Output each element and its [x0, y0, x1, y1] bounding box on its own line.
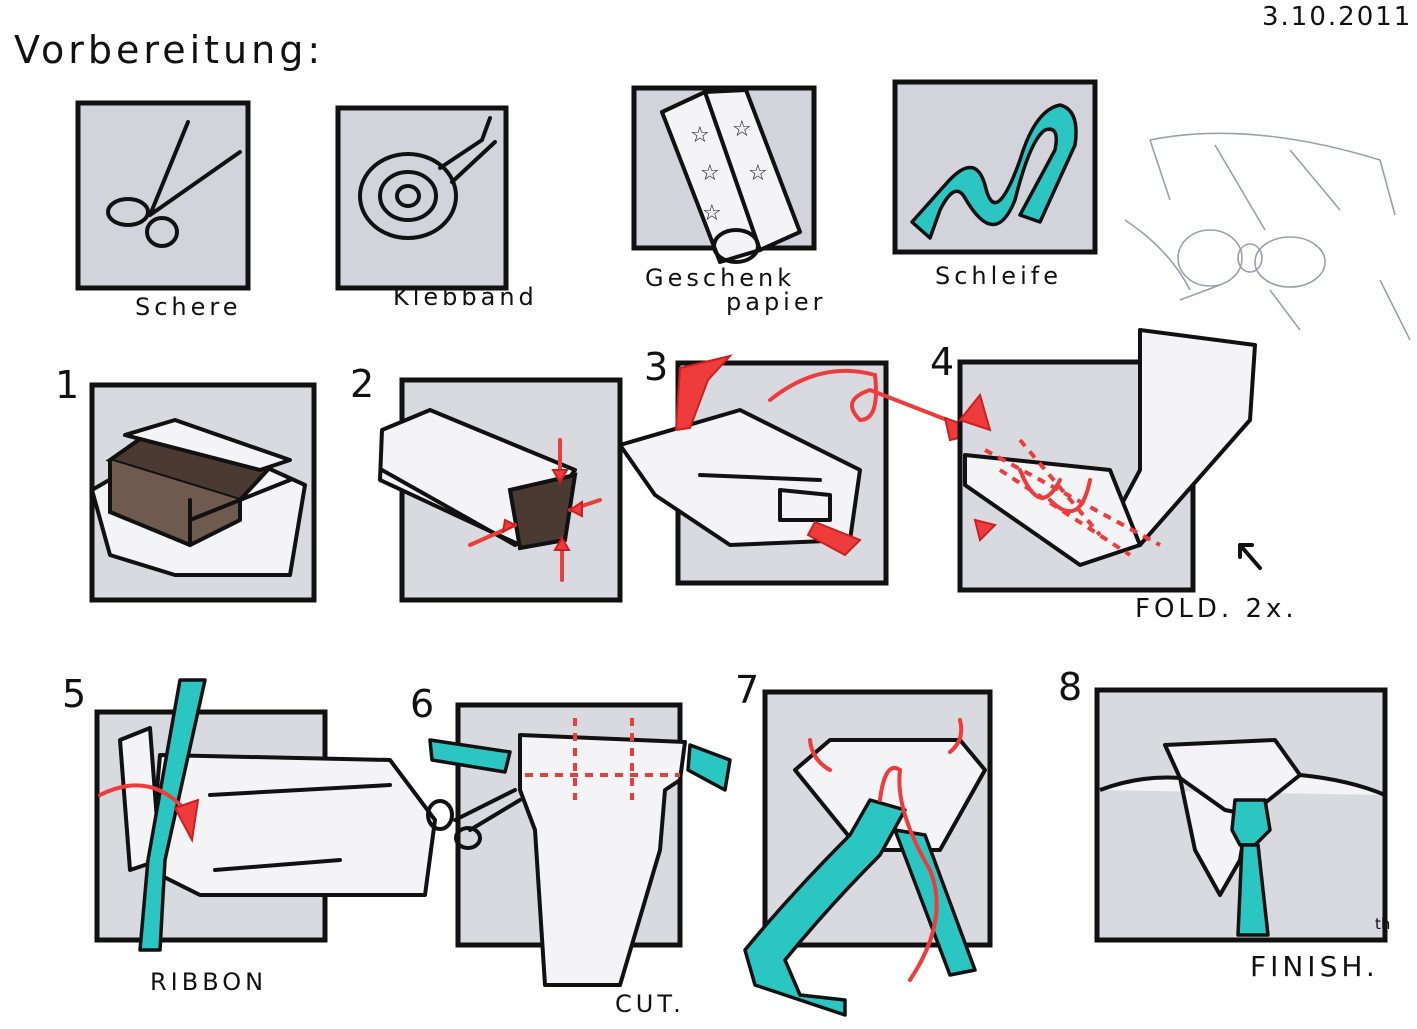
step-5-panel: [94, 678, 437, 952]
step-8-note-superscript: th: [1375, 915, 1391, 933]
pencil-sketch-bow: [1124, 132, 1411, 341]
page-title: Vorbereitung:: [14, 28, 325, 72]
step-2-panel: [378, 377, 623, 603]
step-number-1: 1: [55, 363, 80, 407]
material-scissors: [75, 100, 251, 291]
svg-text:☆: ☆: [690, 123, 710, 148]
svg-text:☆: ☆: [732, 117, 752, 142]
svg-text:☆: ☆: [748, 161, 768, 186]
step-8-panel: [1094, 687, 1388, 943]
material-label-tape: Klebband: [393, 283, 538, 311]
wrapping-paper-icon: ☆ ☆ ☆ ☆ ☆: [660, 88, 802, 264]
svg-text:☆: ☆: [702, 201, 722, 226]
step-8-note: FINISH.: [1250, 950, 1379, 983]
step-6-note: CUT.: [615, 990, 685, 1018]
svg-text:☆: ☆: [700, 161, 720, 186]
material-label-paper-line2: papier: [726, 288, 827, 316]
step-7-panel: [743, 689, 993, 1017]
material-label-scissors: Schere: [135, 293, 242, 321]
step-5-note: RIBBON: [150, 968, 268, 996]
step-number-8: 8: [1058, 665, 1083, 709]
step-6-panel: [426, 702, 732, 987]
material-wrapping-paper: ☆ ☆ ☆ ☆ ☆: [631, 85, 817, 264]
scissors-icon: [426, 788, 522, 850]
ribbon-icon: [910, 103, 1078, 240]
step-3-panel: [618, 354, 989, 586]
step-number-5: 5: [62, 672, 87, 716]
step-number-2: 2: [350, 362, 375, 406]
material-label-ribbon: Schleife: [935, 262, 1062, 290]
step-4-note: FOLD. 2x.: [1135, 594, 1298, 624]
material-tape: [335, 105, 509, 291]
step-number-7: 7: [735, 668, 760, 712]
step-1-panel: [89, 382, 317, 603]
date-label: 3.10.2011: [1262, 2, 1413, 32]
step-4-panel: [957, 328, 1262, 593]
step-number-3: 3: [644, 345, 669, 389]
step-number-4: 4: [930, 340, 955, 384]
material-ribbon: [892, 79, 1098, 255]
step-number-6: 6: [410, 682, 435, 726]
tape-roll-icon: [358, 116, 497, 240]
material-label-paper-line1: Geschenk: [645, 264, 796, 292]
scissors-icon: [106, 120, 242, 248]
